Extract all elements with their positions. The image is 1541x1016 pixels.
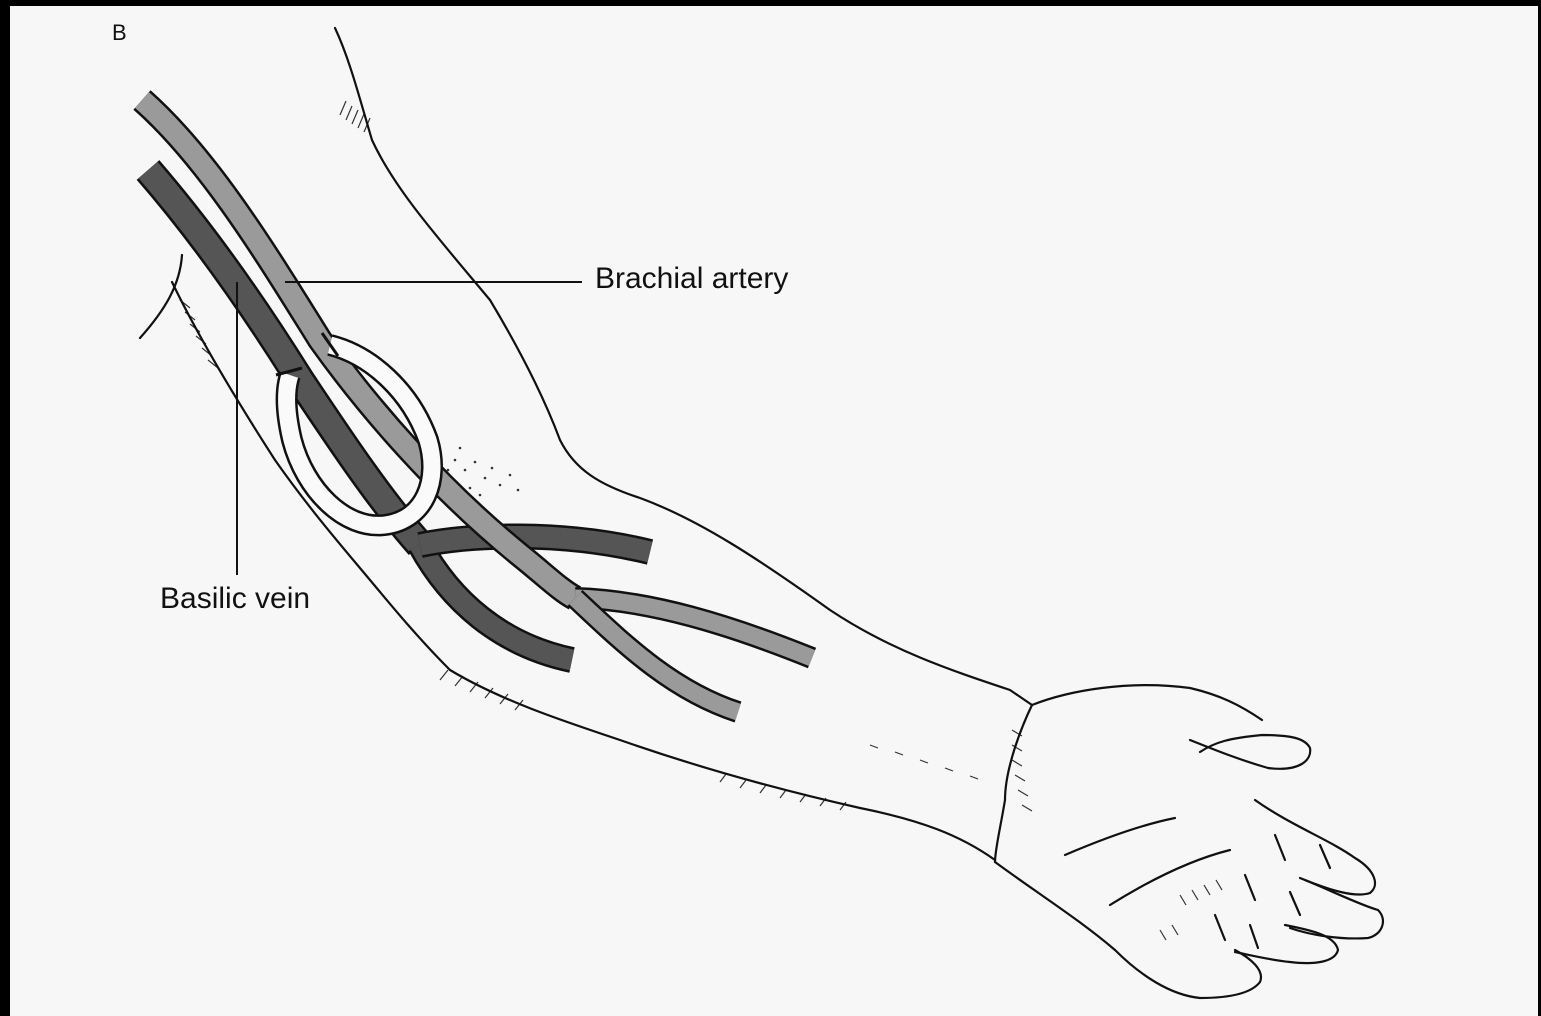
panel-letter: B [112,20,127,46]
illustration-canvas: B Brachial artery Basilic vein [10,6,1538,1016]
ring-finger-outline [1235,925,1338,963]
arm-vessel-illustration [10,6,1538,1016]
elbow-bottom-hatch [440,670,523,710]
palm-outline [1032,685,1262,720]
palm-hatch [1160,880,1222,940]
palm-crease-2 [1110,850,1230,905]
wrist-fold [995,705,1032,862]
finger-crease-1 [1275,835,1330,868]
finger-crease-3 [1215,915,1258,948]
armpit-fold [140,255,182,338]
forearm-hatch [720,774,846,810]
brachial-artery-label: Brachial artery [595,262,788,296]
palm-crease-1 [1065,818,1175,855]
forearm-top-dashes [870,745,978,779]
index-finger-outline [1255,800,1375,895]
wrist-hatch [1012,730,1032,811]
thumb-outline [1190,735,1310,769]
basilic-vein-label: Basilic vein [160,582,310,616]
finger-crease-2 [1245,875,1300,915]
